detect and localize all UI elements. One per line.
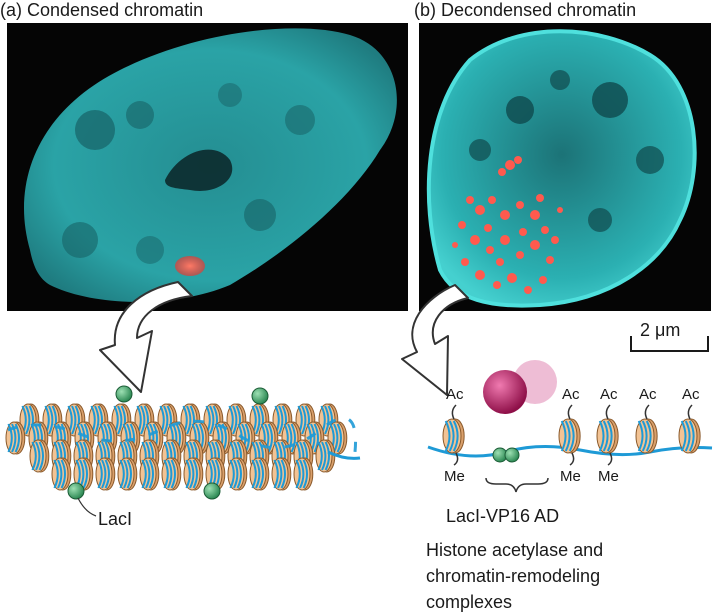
nucleosome [183, 457, 204, 491]
laci-protein [203, 482, 221, 500]
lac-array-decondensed [452, 156, 563, 294]
histone-tail [687, 404, 693, 420]
laci-vp16-label: LacI-VP16 AD [446, 506, 560, 526]
histone-tail [644, 404, 650, 420]
nucleosome [51, 457, 72, 491]
nucleosome [558, 418, 581, 454]
acetyl-mark: Ac [682, 386, 700, 403]
laci-label: LacI [98, 509, 133, 529]
nucleosome [293, 457, 314, 491]
panel-a-title: (a) Condensed chromatin [0, 0, 204, 20]
histone-tail [605, 404, 611, 420]
methyl-mark: Me [444, 468, 465, 485]
scale-bar [630, 336, 709, 352]
nucleosome [596, 418, 619, 454]
micrograph-decondensed [419, 23, 711, 311]
nucleosome [327, 421, 348, 455]
nucleosome [249, 457, 270, 491]
laci-protein [251, 387, 269, 405]
zoom-arrow-b [401, 284, 469, 396]
methyl-mark: Me [560, 468, 581, 485]
acetyl-mark: Ac [562, 386, 580, 403]
nucleosome [315, 439, 336, 473]
zoom-arrow-a [99, 281, 193, 393]
complex-caption-line-2: chromatin-remodeling [426, 566, 601, 586]
histone-tail [453, 452, 459, 466]
nucleosome [271, 457, 292, 491]
methyl-mark: Me [598, 468, 619, 485]
scale-bar-label: 2 μm [640, 320, 681, 340]
nucleosome [117, 457, 138, 491]
nucleosome [635, 418, 658, 454]
histone-tail [451, 404, 457, 420]
laci-leader-line [77, 497, 97, 517]
acetyl-mark: Ac [446, 386, 464, 403]
laci-protein [67, 482, 85, 500]
complex-caption-line-1: Histone acetylase and [426, 540, 604, 560]
nucleosome [442, 418, 465, 454]
complex-caption-line-3: complexes [426, 592, 513, 612]
acetyl-mark: Ac [639, 386, 657, 403]
histone-acetylase-complex [483, 370, 527, 414]
laci-vp16-protein [504, 447, 520, 463]
micrograph-condensed [7, 23, 408, 311]
nucleosome [161, 457, 182, 491]
acetyl-mark: Ac [600, 386, 618, 403]
nucleosome [29, 439, 50, 473]
nucleosome [139, 457, 160, 491]
nucleosome [73, 457, 94, 491]
lac-array-spot [175, 256, 205, 276]
nucleosome [678, 418, 701, 454]
activator-brace [485, 477, 549, 493]
condensed-chromatin-fiber [5, 385, 361, 517]
nucleosome [95, 457, 116, 491]
histone-tail [569, 452, 575, 466]
panel-b-title: (b) Decondensed chromatin [414, 0, 637, 20]
nucleosome [227, 457, 248, 491]
laci-protein [115, 385, 133, 403]
histone-tail [567, 404, 573, 420]
histone-tail [607, 452, 613, 466]
